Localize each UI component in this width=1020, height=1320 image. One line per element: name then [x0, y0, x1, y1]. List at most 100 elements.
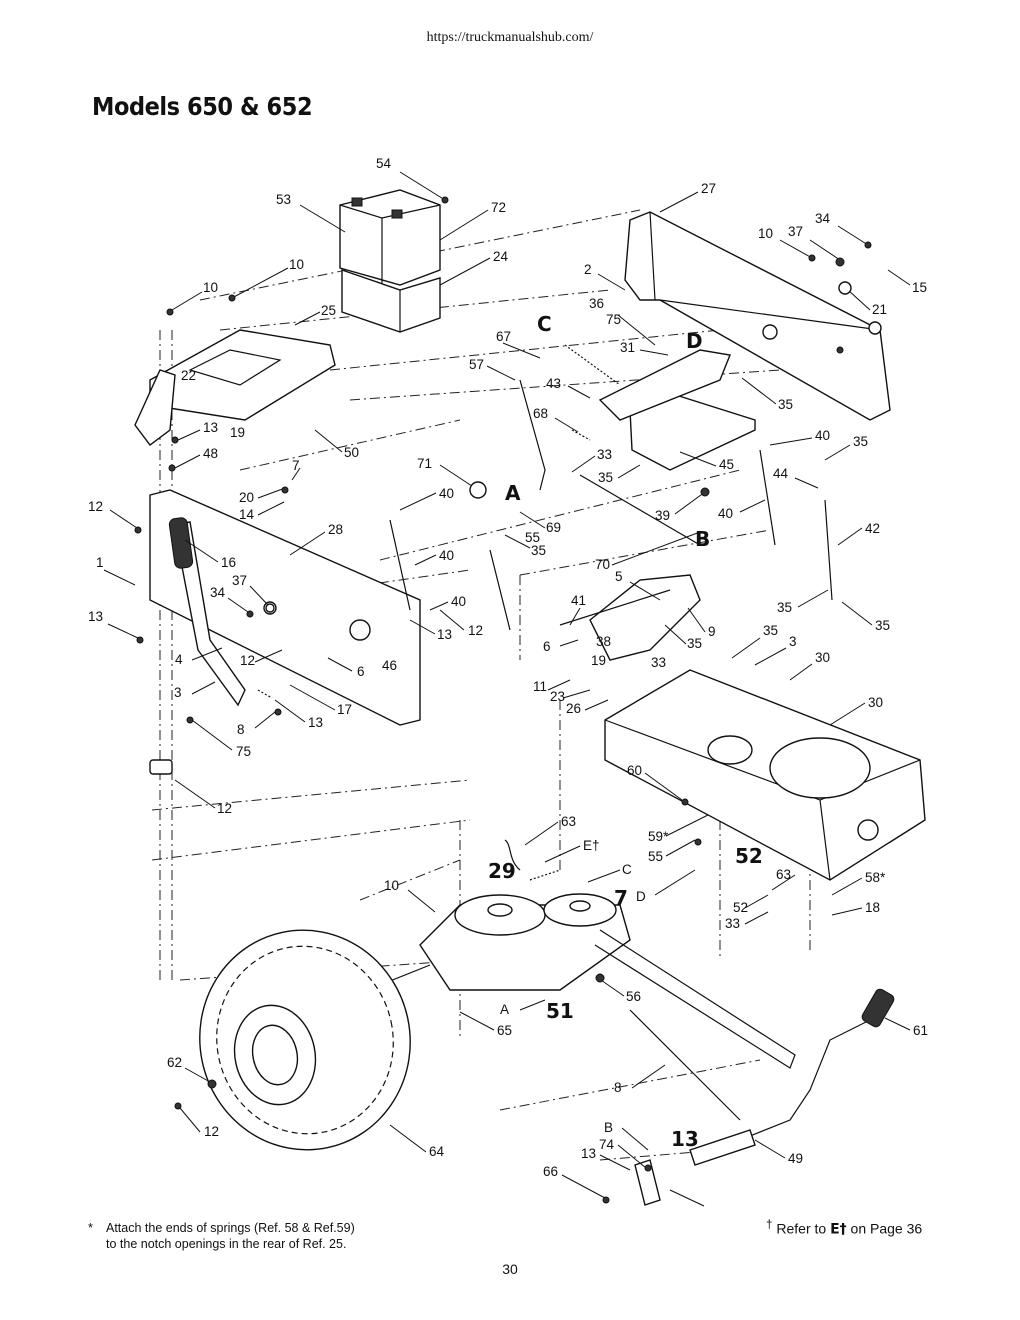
callout-12: B — [604, 1120, 613, 1135]
footnote-line-1: Attach the ends of springs (Ref. 58 & Re… — [106, 1221, 355, 1235]
callout-55: C — [622, 862, 632, 877]
refer-prefix: Refer to — [776, 1220, 827, 1237]
callout-3: 23 — [550, 689, 565, 704]
callout-C: 29 — [488, 859, 516, 883]
source-url[interactable]: https://truckmanualshub.com/ — [426, 30, 594, 45]
lift-lever — [149, 517, 246, 775]
callout-13: 13 — [88, 609, 103, 624]
callout-74: 64 — [429, 1144, 445, 1159]
springs — [257, 344, 621, 881]
callout-72: 72 — [491, 200, 506, 215]
callout-25: 25 — [321, 303, 336, 318]
callout-40: 40 — [451, 594, 466, 609]
callout-labels: 54 53 72 27 34 10 37 15 24 10 2 21 10 25… — [88, 156, 928, 1179]
callout-35: 35 — [777, 600, 792, 615]
callout-E-dagger: 52 — [735, 844, 763, 868]
callout-1: 1 — [96, 555, 104, 570]
rear-tire — [199, 929, 411, 1151]
callout-49: 13 — [581, 1146, 596, 1161]
callout-27: 27 — [701, 181, 716, 196]
callout-12: 12 — [240, 653, 255, 668]
callout-38: 35 — [687, 636, 702, 651]
callout-58: 10 — [384, 878, 399, 893]
callout-13: 8 — [237, 722, 245, 737]
callout-33: 33 — [597, 447, 612, 462]
callout-63: 58* — [865, 870, 886, 885]
callout-24: 24 — [493, 249, 509, 264]
callout-23: 17 — [337, 702, 352, 717]
page-title: Models 650 & 652 — [92, 92, 313, 121]
dagger-mark: † — [766, 1218, 773, 1231]
callout-3: 3 — [789, 634, 797, 649]
callout-60: 63 — [561, 814, 576, 829]
callout-46: 46 — [382, 658, 397, 673]
callout-32: 35 — [875, 618, 890, 633]
callout-33: 56 — [626, 989, 641, 1004]
linkage-rods — [389, 379, 833, 1121]
callout-13: 13 — [437, 627, 452, 642]
callout-2: 2 — [584, 262, 592, 277]
footnote-star: * — [88, 1221, 93, 1235]
callout-A: 51 — [546, 999, 574, 1023]
callout-7: 7 — [292, 458, 300, 473]
page-number: 30 — [502, 1261, 518, 1277]
callout-16: 16 — [221, 555, 236, 570]
callout-42: 42 — [865, 521, 880, 536]
callout-57: 57 — [469, 357, 484, 372]
callout-35: 35 — [531, 543, 546, 558]
callout-35: 35 — [853, 434, 868, 449]
footnote-line-2: to the notch openings in the rear of Ref… — [106, 1237, 347, 1251]
callout-12: 6 — [357, 664, 365, 679]
callout-68: 68 — [533, 406, 548, 421]
callout-20: 20 — [239, 490, 254, 505]
callout-53: 53 — [276, 192, 291, 207]
callout-52: 55 — [648, 849, 663, 864]
callout-64: 49 — [788, 1151, 803, 1166]
callout-A: A — [505, 481, 521, 505]
callout-50: 50 — [344, 445, 359, 460]
callout-41: 41 — [571, 593, 586, 608]
callout-8: 75 — [236, 744, 251, 759]
callout-63: 59* — [648, 829, 669, 844]
callout-19: 19 — [230, 425, 245, 440]
callout-8: 12 — [204, 1124, 219, 1139]
callout-6: 35 — [763, 623, 778, 638]
callout-10: D — [636, 889, 646, 904]
callout-13: 13 — [203, 420, 218, 435]
callout-11: 3 — [174, 685, 182, 700]
callout-9: 38 — [596, 634, 611, 649]
callout-14: 14 — [239, 507, 255, 522]
main-frame — [604, 669, 926, 881]
footnote-refer: † Refer to E† on Page 36 — [766, 1218, 922, 1238]
callout-54: 54 — [376, 156, 392, 171]
callout-12: 12 — [88, 499, 103, 514]
callout-10: 10 — [289, 257, 304, 272]
callout-28: 28 — [328, 522, 343, 537]
fasteners — [134, 196, 882, 1204]
callout-33: 33 — [651, 655, 666, 670]
callout-10: 10 — [758, 226, 773, 241]
callout-61: 62 — [167, 1055, 182, 1070]
callout-17: 13 — [308, 715, 323, 730]
callout-71: 71 — [417, 456, 432, 471]
callout-35: 12 — [468, 623, 483, 638]
callout-37: 37 — [788, 224, 803, 239]
battery-assembly — [339, 189, 441, 333]
leader-lines — [103, 171, 911, 1207]
callout-40: 40 — [439, 548, 454, 563]
callout-34: 34 — [815, 211, 831, 226]
callout-40: 40 — [815, 428, 830, 443]
callout-6: 11 — [533, 679, 547, 694]
callout-55: 55 — [525, 530, 540, 545]
seat-plate — [134, 329, 336, 446]
callout-4: 4 — [175, 652, 183, 667]
pivot-assembly — [559, 574, 701, 661]
callout-29: 63 — [776, 867, 791, 882]
callout-40: 40 — [439, 486, 454, 501]
callout-15: 15 — [912, 280, 927, 295]
callout-35: 35 — [778, 397, 793, 412]
callout-51: 65 — [497, 1023, 512, 1038]
transaxle — [379, 893, 796, 1069]
callout-C: C — [537, 312, 552, 336]
